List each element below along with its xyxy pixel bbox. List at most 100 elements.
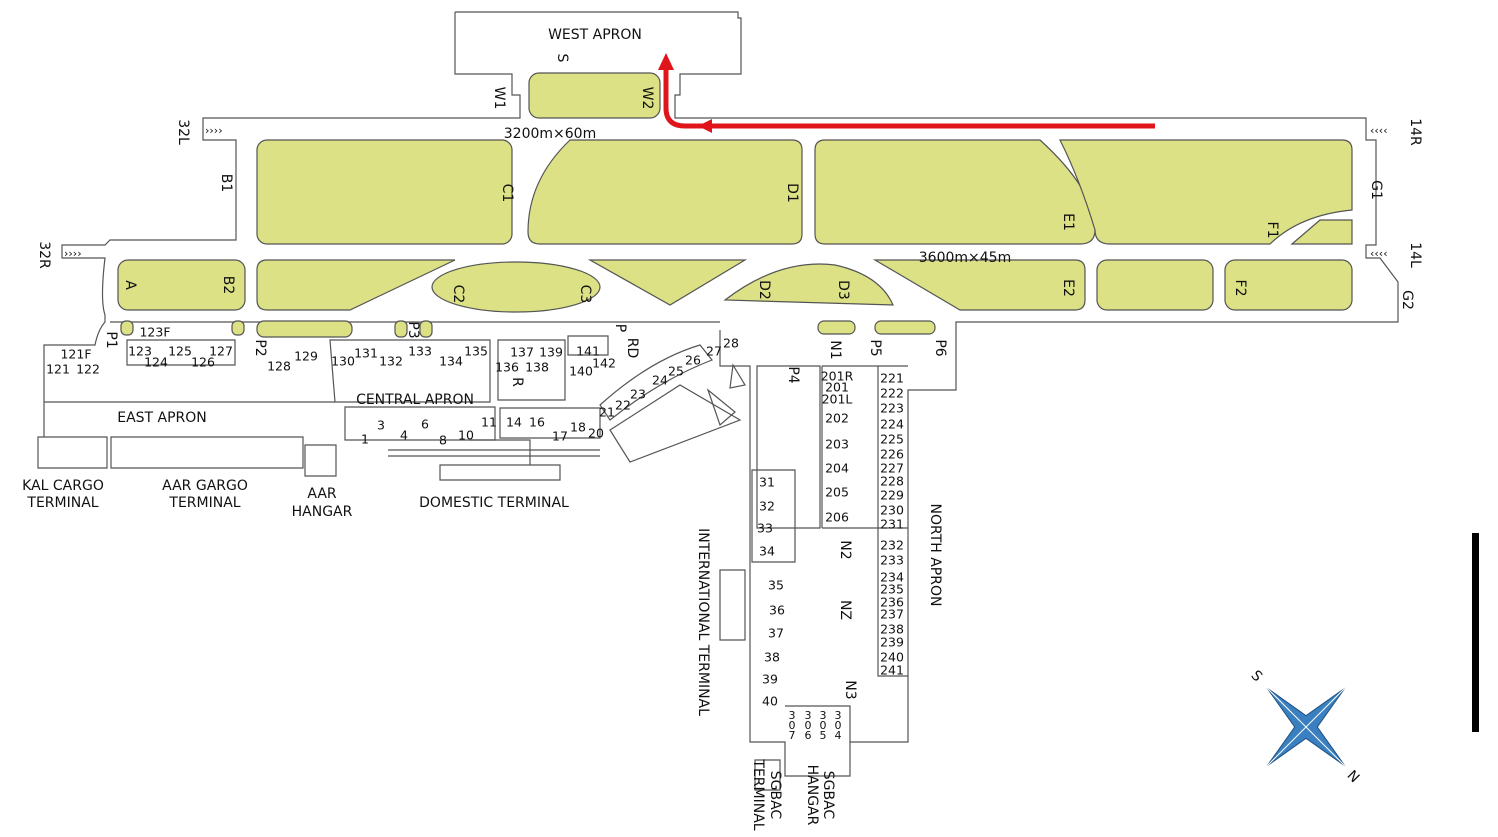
stand-number: 231 bbox=[880, 517, 904, 532]
label-c3: C3 bbox=[577, 285, 593, 304]
label-n1: N1 bbox=[827, 340, 843, 359]
stand-number: 121F bbox=[60, 347, 91, 362]
label-n2: N2 bbox=[837, 540, 853, 559]
label-aar-hangar-2: HANGAR bbox=[292, 504, 353, 520]
stand-number: 24 bbox=[652, 373, 668, 388]
stand-number-vertical: 305 bbox=[817, 709, 830, 739]
stand-number: 11 bbox=[481, 415, 497, 430]
label-sgbac-hangar-2: HANGAR bbox=[804, 765, 820, 826]
label-rwy-14l: 14L bbox=[1407, 242, 1423, 268]
label-rwy-14r: 14R bbox=[1407, 118, 1423, 146]
stand-number: 241 bbox=[880, 663, 904, 678]
compass-rose-icon bbox=[1266, 687, 1346, 767]
label-west-apron: WEST APRON bbox=[548, 27, 642, 43]
label-c1: C1 bbox=[499, 184, 515, 203]
label-rwy-32l: 32L bbox=[175, 119, 191, 145]
label-central-apron: CENTRAL APRON bbox=[356, 392, 474, 408]
stand-number: 123 bbox=[128, 344, 152, 359]
stand-number: 141 bbox=[576, 344, 600, 359]
label-aar-cargo-2: TERMINAL bbox=[168, 495, 240, 511]
label-p5: P5 bbox=[867, 339, 883, 356]
stand-number: 229 bbox=[880, 488, 904, 503]
label-p4: P4 bbox=[785, 366, 801, 383]
label-s: S bbox=[554, 54, 570, 63]
stand-number: 236 bbox=[880, 595, 904, 610]
stand-number: 204 bbox=[825, 461, 849, 476]
stand-number: 136 bbox=[495, 360, 519, 375]
stand-number: 17 bbox=[552, 429, 568, 444]
stand-number: 237 bbox=[880, 607, 904, 622]
stand-number: 37 bbox=[768, 626, 784, 641]
label-c2: C2 bbox=[450, 285, 466, 304]
stand-number: 33 bbox=[757, 521, 773, 536]
stand-number: 206 bbox=[825, 510, 849, 525]
stand-number: 14 bbox=[506, 415, 522, 430]
stand-number: 138 bbox=[525, 360, 549, 375]
stand-number: 128 bbox=[267, 359, 291, 374]
svg-text:››››: ›››› bbox=[205, 124, 223, 137]
stand-number: 18 bbox=[570, 420, 586, 435]
stand-number: 240 bbox=[880, 650, 904, 665]
stand-number: 221 bbox=[880, 371, 904, 386]
stand-number: 122 bbox=[76, 362, 100, 377]
svg-text:‹‹‹‹: ‹‹‹‹ bbox=[1370, 124, 1388, 137]
stand-number-vertical: 304 bbox=[832, 709, 845, 739]
stand-number: 27 bbox=[706, 344, 722, 359]
stand-number: 142 bbox=[592, 356, 616, 371]
label-runway-1-dims: 3200m×60m bbox=[504, 126, 596, 142]
stand-number: 8 bbox=[439, 433, 447, 448]
stand-number: 125 bbox=[168, 344, 192, 359]
label-sgbac-hangar-1: SGBAC bbox=[820, 771, 836, 820]
stand-number: 134 bbox=[439, 354, 463, 369]
stand-number: 3 bbox=[377, 418, 385, 433]
stand-number: 121 bbox=[46, 362, 70, 377]
stand-number: 38 bbox=[764, 650, 780, 665]
svg-text:‹‹‹‹: ‹‹‹‹ bbox=[1370, 247, 1388, 260]
stand-number: 227 bbox=[880, 461, 904, 476]
stand-number: 226 bbox=[880, 447, 904, 462]
stand-number: 137 bbox=[510, 345, 534, 360]
stand-number: 10 bbox=[458, 428, 474, 443]
stand-number: 232 bbox=[880, 538, 904, 553]
stand-number: 123F bbox=[139, 325, 170, 340]
stand-number: 228 bbox=[880, 474, 904, 489]
stand-number: 203 bbox=[825, 437, 849, 452]
label-runway-2-dims: 3600m×45m bbox=[919, 250, 1011, 266]
label-international-terminal: INTERNATIONAL TERMINAL bbox=[695, 528, 711, 716]
stand-number: 6 bbox=[421, 417, 429, 432]
label-b2: B2 bbox=[220, 276, 236, 295]
stand-number: 126 bbox=[191, 355, 215, 370]
stand-number: 238 bbox=[880, 622, 904, 637]
stand-number: 131 bbox=[354, 346, 378, 361]
label-r: R bbox=[509, 377, 525, 387]
stand-number: 32 bbox=[759, 499, 775, 514]
label-d1: D1 bbox=[784, 183, 800, 203]
compass-north: N bbox=[1344, 768, 1363, 787]
stand-number: 223 bbox=[880, 401, 904, 416]
label-p2: P2 bbox=[252, 339, 268, 356]
stand-number: 132 bbox=[379, 354, 403, 369]
stand-number: 21 bbox=[599, 405, 615, 420]
label-b1: B1 bbox=[218, 174, 234, 193]
stand-number: 1 bbox=[361, 432, 369, 447]
stand-number: 205 bbox=[825, 485, 849, 500]
runway-threshold-markers: ›››››››› ‹‹‹‹‹‹‹‹ bbox=[64, 124, 1388, 260]
stand-number: 20 bbox=[588, 426, 604, 441]
stand-number: 202 bbox=[825, 411, 849, 426]
stand-number: 139 bbox=[539, 345, 563, 360]
label-sgbac-terminal-2: TERMINAL bbox=[750, 758, 766, 830]
label-g2: G2 bbox=[1399, 290, 1415, 310]
label-d2: D2 bbox=[756, 280, 772, 300]
stand-number: 23 bbox=[630, 387, 646, 402]
stand-number: 135 bbox=[464, 344, 488, 359]
label-rd: RD bbox=[624, 338, 640, 359]
grass-areas bbox=[117, 72, 1353, 338]
label-f1: F1 bbox=[1264, 222, 1280, 239]
stand-number: 133 bbox=[408, 344, 432, 359]
label-kal-cargo-1: KAL CARGO bbox=[22, 478, 104, 494]
stand-number: 40 bbox=[762, 694, 778, 709]
label-rwy-32r: 32R bbox=[36, 241, 52, 269]
